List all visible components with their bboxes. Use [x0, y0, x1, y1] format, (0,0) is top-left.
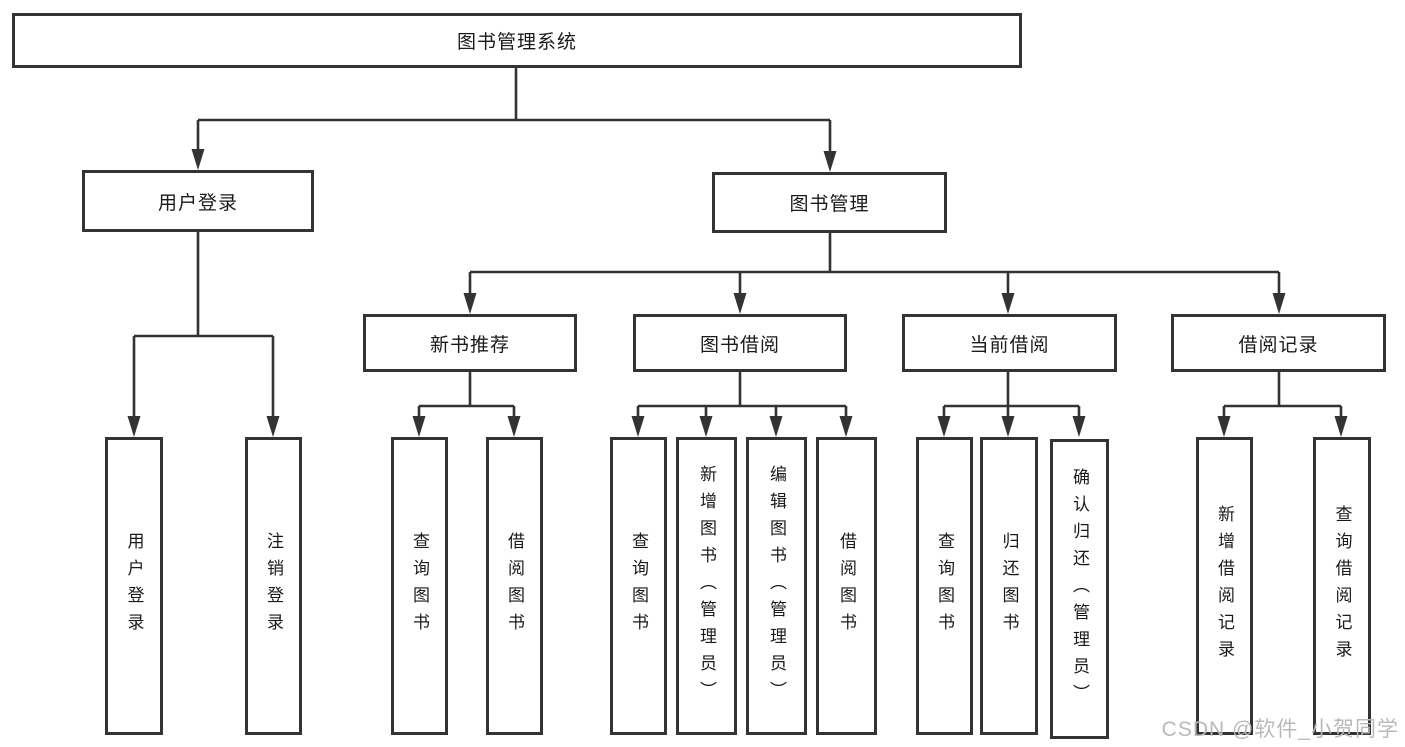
- node-label: 查询图书: [935, 532, 954, 640]
- node-library-management-system: 图书管理系统: [12, 13, 1022, 68]
- node-label: 归还图书: [999, 532, 1019, 640]
- node-leaf-query-books-1: 查询图书: [391, 437, 448, 735]
- node-label: 当前借阅: [969, 334, 1050, 356]
- node-label: 查询图书: [410, 532, 429, 640]
- node-label: 用户登录: [157, 192, 238, 214]
- node-leaf-query-books-3: 查询图书: [916, 437, 973, 735]
- node-new-book-recommend: 新书推荐: [363, 314, 577, 372]
- node-leaf-edit-books-admin: 编辑图书（管理员）: [746, 437, 807, 735]
- node-label: 借阅图书: [837, 532, 856, 640]
- node-label: 用户登录: [124, 532, 144, 640]
- node-leaf-add-books-admin: 新增图书（管理员）: [676, 437, 737, 735]
- node-leaf-confirm-return-admin: 确认归还（管理员）: [1050, 439, 1109, 739]
- node-leaf-user-login: 用户登录: [105, 437, 163, 735]
- node-book-management: 图书管理: [712, 172, 947, 233]
- node-label: 图书借阅: [699, 334, 780, 356]
- node-label: 借阅图书: [505, 532, 524, 640]
- node-book-borrow: 图书借阅: [633, 314, 847, 372]
- node-leaf-logout: 注销登录: [245, 437, 302, 735]
- node-label: 借阅记录: [1238, 334, 1319, 356]
- node-label: 编辑图书（管理员）: [767, 464, 786, 708]
- node-label: 新增借阅记录: [1215, 505, 1234, 667]
- node-label: 新增图书（管理员）: [697, 464, 716, 708]
- node-label: 注销登录: [264, 532, 283, 640]
- node-user-login-branch: 用户登录: [82, 170, 314, 232]
- node-leaf-query-borrow-record: 查询借阅记录: [1313, 437, 1371, 735]
- node-leaf-return-books: 归还图书: [980, 437, 1038, 735]
- node-leaf-query-books-2: 查询图书: [610, 437, 667, 735]
- csdn-watermark: CSDN @软件_小贺同学: [1161, 718, 1399, 741]
- node-label: 图书管理系统: [456, 32, 577, 53]
- node-leaf-add-borrow-record: 新增借阅记录: [1196, 437, 1253, 735]
- node-leaf-borrow-books-1: 借阅图书: [486, 437, 543, 735]
- node-borrow-records: 借阅记录: [1171, 314, 1386, 372]
- node-label: 图书管理: [789, 194, 870, 215]
- node-leaf-borrow-books-2: 借阅图书: [816, 437, 877, 735]
- node-label: 查询图书: [629, 532, 648, 640]
- node-label: 查询借阅记录: [1332, 505, 1352, 667]
- node-current-borrow: 当前借阅: [902, 314, 1117, 372]
- node-label: 确认归还（管理员）: [1070, 467, 1089, 711]
- node-label: 新书推荐: [429, 334, 510, 356]
